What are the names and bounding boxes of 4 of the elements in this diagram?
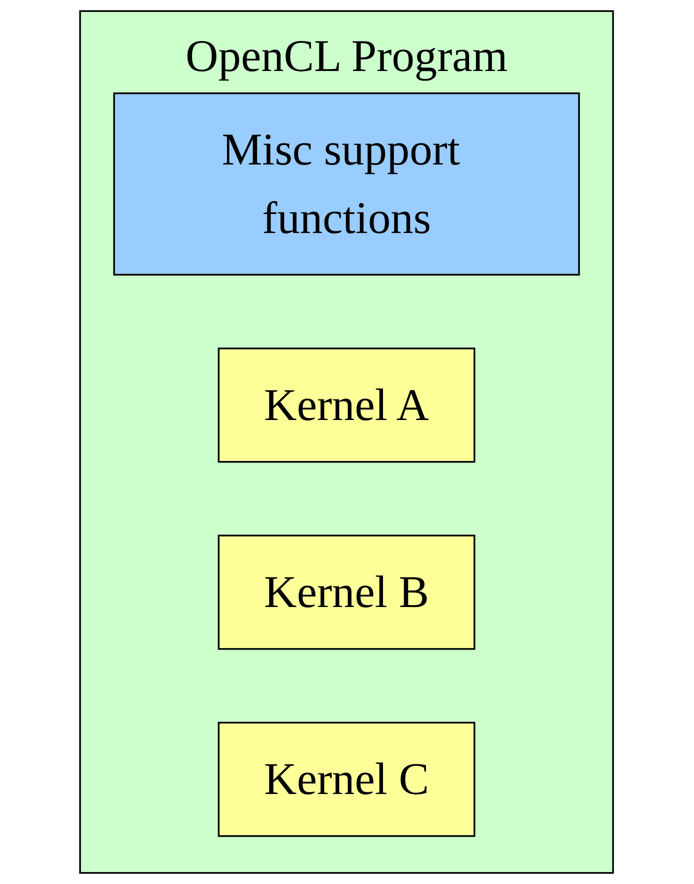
node-box bbox=[218, 348, 476, 463]
node-box bbox=[218, 722, 476, 837]
node-box bbox=[114, 92, 580, 276]
node-box bbox=[218, 534, 476, 650]
